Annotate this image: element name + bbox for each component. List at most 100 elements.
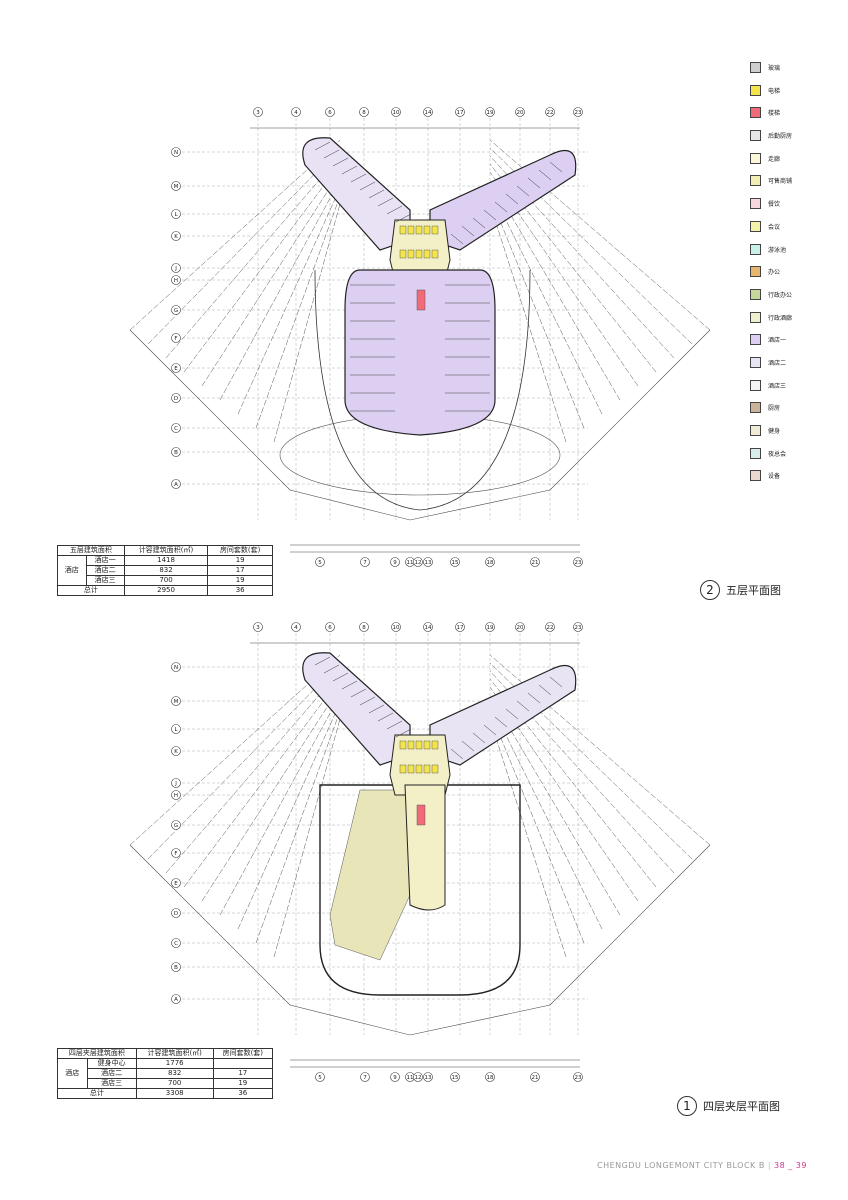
grid-label-left: F <box>174 336 177 342</box>
legend-label: 玻璃 <box>768 65 781 72</box>
elevator <box>415 764 423 774</box>
grid-bubble <box>360 1072 370 1082</box>
legend-label: 行政办公 <box>768 291 793 299</box>
elevator <box>407 764 415 774</box>
grid-bubble <box>171 363 181 373</box>
legend-swatch <box>750 198 761 210</box>
table-cell: 酒店三 <box>86 1078 137 1089</box>
table-cell: 19 <box>212 1078 274 1089</box>
fifth-floor-caption: 2 五层平面图 <box>700 580 781 600</box>
stair <box>416 804 426 826</box>
room-partition <box>386 205 403 215</box>
grid-bubble <box>315 1072 325 1082</box>
table-cell: 17 <box>207 565 273 576</box>
table-cell <box>212 1058 274 1069</box>
grid-bubble <box>359 107 369 117</box>
grid-bubble <box>515 107 525 117</box>
room-partition <box>359 696 376 706</box>
legend-label: 走廊 <box>768 155 781 163</box>
grid-label-left: E <box>174 881 178 887</box>
fifth-floor-area-table: 五层建筑面积 计容建筑面积(㎡) 房间套数(套) 酒店 酒店一 1418 19 … <box>57 545 273 596</box>
room-partition <box>461 740 475 752</box>
grid-label-bottom: 7 <box>363 1075 367 1081</box>
grid-bubble <box>530 557 540 567</box>
tower-body <box>404 784 446 911</box>
room-partition <box>395 213 412 223</box>
table-row: 酒店 健身中心 1776 <box>57 1058 274 1089</box>
grid-label-left: E <box>174 366 178 372</box>
radial-grid-line <box>489 718 567 958</box>
grid-bubble <box>171 479 181 489</box>
grid-bubble <box>391 107 401 117</box>
grid-label-top: 19 <box>487 625 494 631</box>
grid-bubble <box>171 696 181 706</box>
grid-label-left: J <box>174 781 177 787</box>
grid-label-left: H <box>174 793 178 799</box>
page-numbers: 38 _ 39 <box>774 1161 807 1170</box>
grid-label-left: C <box>174 941 178 947</box>
table-cell: 36 <box>207 585 273 596</box>
grid-bubble <box>545 107 555 117</box>
grid-bubble <box>315 557 325 567</box>
grid-bubble <box>423 557 433 567</box>
grid-bubble <box>171 848 181 858</box>
room-partition <box>323 149 340 159</box>
grid-label-top: 17 <box>457 625 464 631</box>
room-partition <box>505 193 519 205</box>
room-partition <box>323 664 340 674</box>
footer-title: CHENGDU LONGEMONT CITY BLOCK B <box>597 1161 765 1170</box>
legend-item: 电梯 <box>750 84 840 108</box>
caption-title: 五层平面图 <box>726 584 781 597</box>
grid-bubble <box>171 263 181 273</box>
grid-label-left: G <box>174 823 178 829</box>
room-partition <box>386 720 403 730</box>
radial-grid-line <box>165 155 341 359</box>
grid-label-left: L <box>174 727 178 733</box>
grid-bubble <box>455 107 465 117</box>
grid-label-bottom: 5 <box>318 1075 322 1081</box>
grid-bubble <box>171 181 181 191</box>
grid-bubble <box>391 622 401 632</box>
grid-bubble <box>171 662 181 672</box>
radial-grid-line <box>489 187 603 415</box>
radial-grid-line <box>129 139 341 331</box>
grid-bubble <box>171 333 181 343</box>
lounge-area <box>329 789 411 961</box>
grid-bubble <box>573 622 583 632</box>
page-footer: CHENGDU LONGEMONT CITY BLOCK B|38 _ 39 <box>597 1161 807 1170</box>
room-partition <box>368 189 385 199</box>
grid-label-left: D <box>174 396 178 402</box>
legend-swatch <box>750 402 761 414</box>
table-cell: 700 <box>123 575 209 586</box>
elevator <box>431 225 439 235</box>
table-cell: 2950 <box>123 585 209 596</box>
grid-label-left: K <box>174 749 178 755</box>
radial-grid-line <box>201 686 341 902</box>
room-partition <box>395 728 412 738</box>
grid-bubble <box>171 778 181 788</box>
radial-grid-line <box>183 678 341 888</box>
grid-bubble <box>390 1072 400 1082</box>
legend-label: 夜总会 <box>768 450 787 458</box>
legend-swatch <box>750 379 761 391</box>
grid-label-top: 20 <box>517 110 524 116</box>
table-cell: 总计 <box>57 1088 137 1099</box>
elevator <box>407 225 415 235</box>
room-partition <box>461 225 475 237</box>
grid-label-top: 14 <box>425 110 432 116</box>
legend-item: 玻璃 <box>750 62 840 85</box>
table-cell: 总计 <box>57 585 125 596</box>
grid-bubble <box>485 1072 495 1082</box>
grid-label-top: 23 <box>575 625 582 631</box>
radial-grid-line <box>489 702 603 930</box>
elevator <box>407 249 415 259</box>
table-row: 酒店三 700 19 <box>58 1078 274 1089</box>
elevator <box>423 225 431 235</box>
grid-bubble <box>253 107 263 117</box>
room-partition <box>538 684 552 696</box>
legend-swatch <box>750 130 761 142</box>
legend-label: 可售商铺 <box>768 178 793 186</box>
